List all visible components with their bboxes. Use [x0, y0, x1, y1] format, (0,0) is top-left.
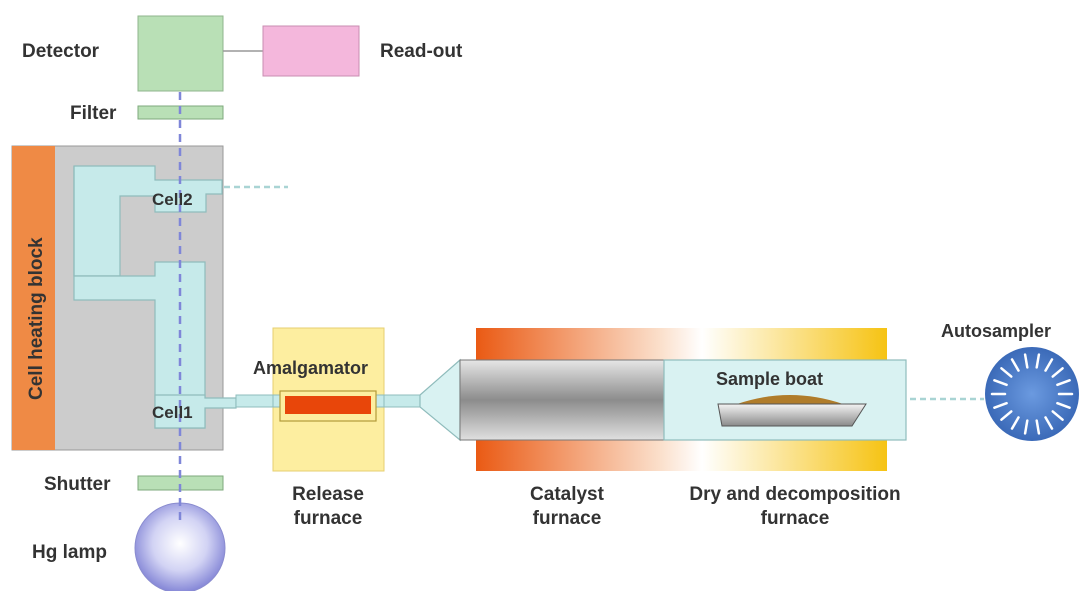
- label-release-furnace-line2: furnace: [294, 508, 363, 529]
- autosampler-tick: [1056, 401, 1071, 409]
- autosampler-tick: [1010, 416, 1020, 430]
- label-catalyst-furnace-line2: furnace: [533, 508, 602, 529]
- sample-boat: [717, 403, 867, 427]
- autosampler-tick: [1023, 419, 1029, 435]
- label-filter: Filter: [70, 103, 117, 124]
- cell-heating-strip: [12, 146, 55, 450]
- tube-amalgamator-to-catalyst: [383, 394, 421, 408]
- autosampler-tick: [1010, 358, 1020, 372]
- label-amalgamator: Amalgamator: [253, 358, 368, 378]
- label-sample-boat: Sample boat: [716, 369, 823, 389]
- sample-material: [737, 395, 843, 404]
- tube-cell1-to-amalgamator: [235, 394, 274, 408]
- label-dry-furnace-line1: Dry and decomposition: [689, 484, 900, 505]
- autosampler-tick: [1044, 358, 1054, 372]
- autosampler-ticks: [990, 353, 1074, 435]
- cell1-tube: [154, 394, 237, 429]
- label-cell-heating-block: Cell heating block: [26, 237, 47, 400]
- autosampler-tick: [1000, 410, 1013, 421]
- label-cell1: Cell1: [152, 403, 193, 422]
- detector-box: [137, 15, 224, 92]
- autosampler-tick: [1051, 410, 1064, 421]
- autosampler-tick: [1044, 416, 1054, 430]
- label-detector: Detector: [22, 41, 100, 62]
- autosampler-tick: [1035, 353, 1041, 369]
- label-shutter: Shutter: [44, 474, 111, 495]
- label-hg-lamp: Hg lamp: [32, 542, 107, 563]
- autosampler-tick: [1035, 419, 1041, 435]
- autosampler-tick: [1051, 367, 1064, 378]
- label-dry-furnace-line2: furnace: [761, 508, 830, 529]
- autosampler-tick: [993, 379, 1008, 387]
- label-autosampler: Autosampler: [941, 321, 1051, 341]
- label-catalyst-furnace-line1: Catalyst: [530, 484, 605, 505]
- amalgamator-core: [285, 396, 371, 414]
- readout-box: [262, 25, 360, 77]
- catalyst-tube: [459, 359, 665, 441]
- autosampler-tick: [1000, 367, 1013, 378]
- label-readout: Read-out: [380, 41, 463, 62]
- autosampler-tick: [993, 401, 1008, 409]
- catalyst-inlet-cone: [419, 358, 461, 442]
- autosampler-wheel: [985, 347, 1079, 441]
- autosampler-tick: [1023, 353, 1029, 369]
- autosampler-tick: [1056, 379, 1071, 387]
- label-release-furnace-line1: Release: [292, 484, 364, 505]
- label-cell2: Cell2: [152, 190, 193, 209]
